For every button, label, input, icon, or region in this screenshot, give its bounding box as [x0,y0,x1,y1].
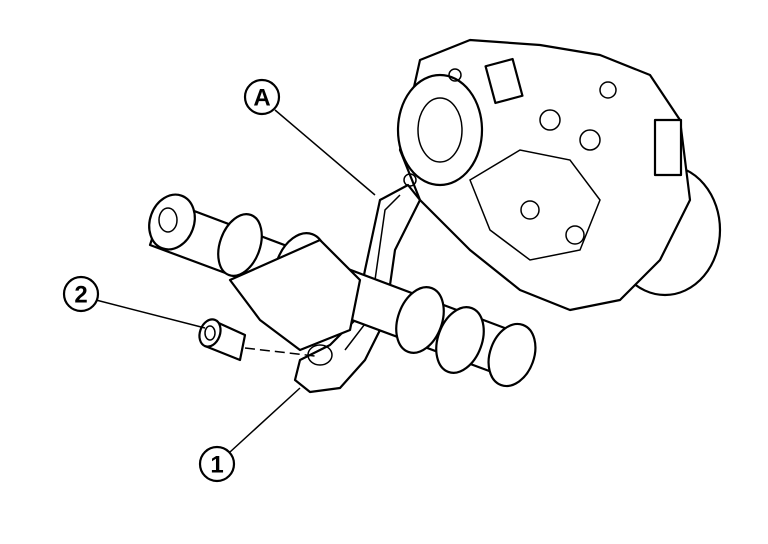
bushing-part-2 [198,318,316,362]
camshaft [148,193,537,388]
leader-line-1 [229,387,301,453]
callout-2-label: 2 [74,282,87,309]
fuel-pump [396,38,722,312]
callout-a: A [243,78,281,116]
leader-line-2 [95,299,206,329]
callout-1: 1 [198,445,236,483]
callout-a-label: A [253,85,270,112]
leader-line-a [274,109,376,196]
callout-2: 2 [62,275,100,313]
callout-1-label: 1 [210,452,223,479]
